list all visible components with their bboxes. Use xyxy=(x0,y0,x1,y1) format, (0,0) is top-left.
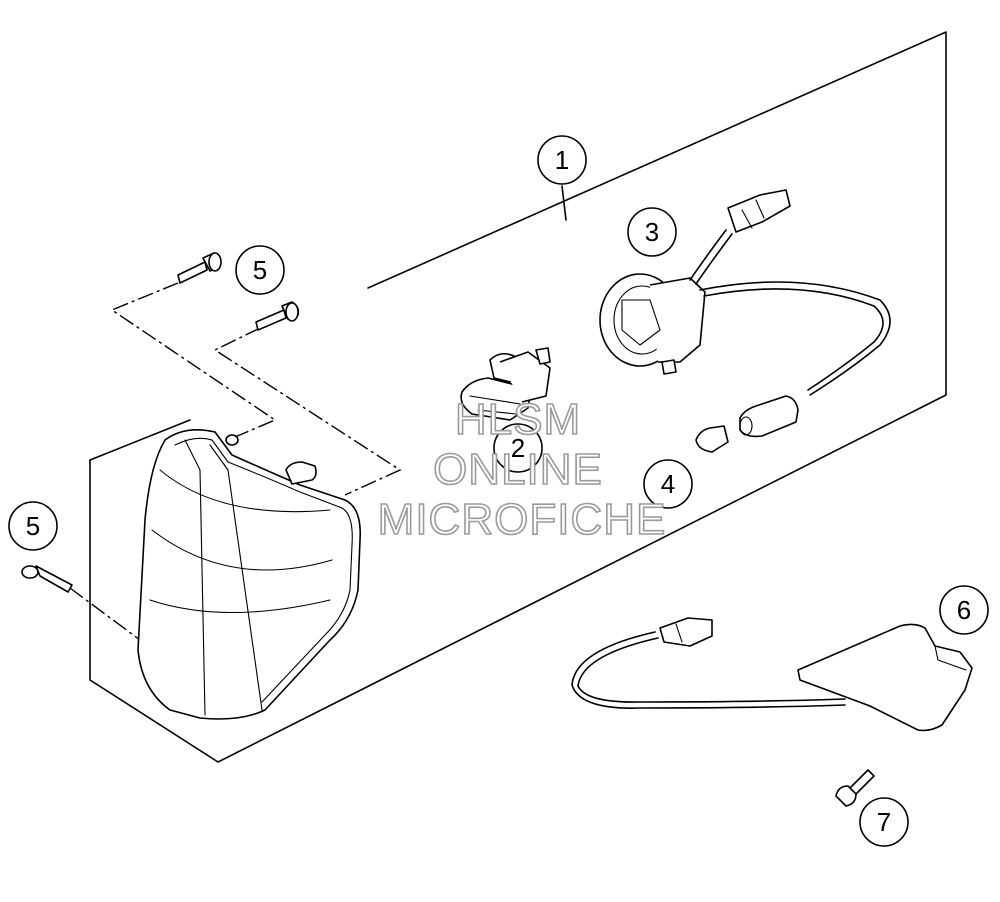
callout-3: 3 xyxy=(627,207,677,257)
callout-1-leader xyxy=(561,185,567,221)
watermark-line-2: ONLINE xyxy=(433,445,603,494)
bulb-socket-with-wire xyxy=(599,189,891,396)
headlight-housing xyxy=(137,429,362,720)
watermark-line-3: MICROFICHE xyxy=(378,495,667,544)
callout-1-label: 1 xyxy=(555,145,569,175)
callout-6: 6 xyxy=(939,585,989,635)
bolt-middle xyxy=(255,301,300,331)
callout-5-top-label: 5 xyxy=(253,255,267,285)
callout-4-label: 4 xyxy=(661,469,675,499)
watermark-line-1: HLSM xyxy=(455,395,581,444)
callout-7-label: 7 xyxy=(877,807,891,837)
callout-3-label: 3 xyxy=(645,217,659,247)
bolt-left xyxy=(21,565,73,593)
assembly-frame xyxy=(89,31,947,763)
headlight-bulb xyxy=(460,347,551,421)
callout-1: 1 xyxy=(537,135,587,185)
callout-5-left: 5 xyxy=(8,501,58,551)
callout-2: 2 xyxy=(493,423,543,473)
callout-2-label: 2 xyxy=(511,433,525,463)
position-light xyxy=(571,617,973,732)
callout-5-top: 5 xyxy=(235,245,285,295)
watermark: HLSM ONLINE MICROFICHE xyxy=(377,394,667,545)
callout-6-label: 6 xyxy=(957,595,971,625)
callout-7: 7 xyxy=(859,797,909,847)
bolt-alignment-lines xyxy=(69,282,402,641)
parking-bulb-and-holder xyxy=(695,395,799,453)
bolt-top xyxy=(177,252,222,284)
callout-4: 4 xyxy=(643,459,693,509)
screw xyxy=(835,769,875,807)
callout-5-left-label: 5 xyxy=(26,511,40,541)
